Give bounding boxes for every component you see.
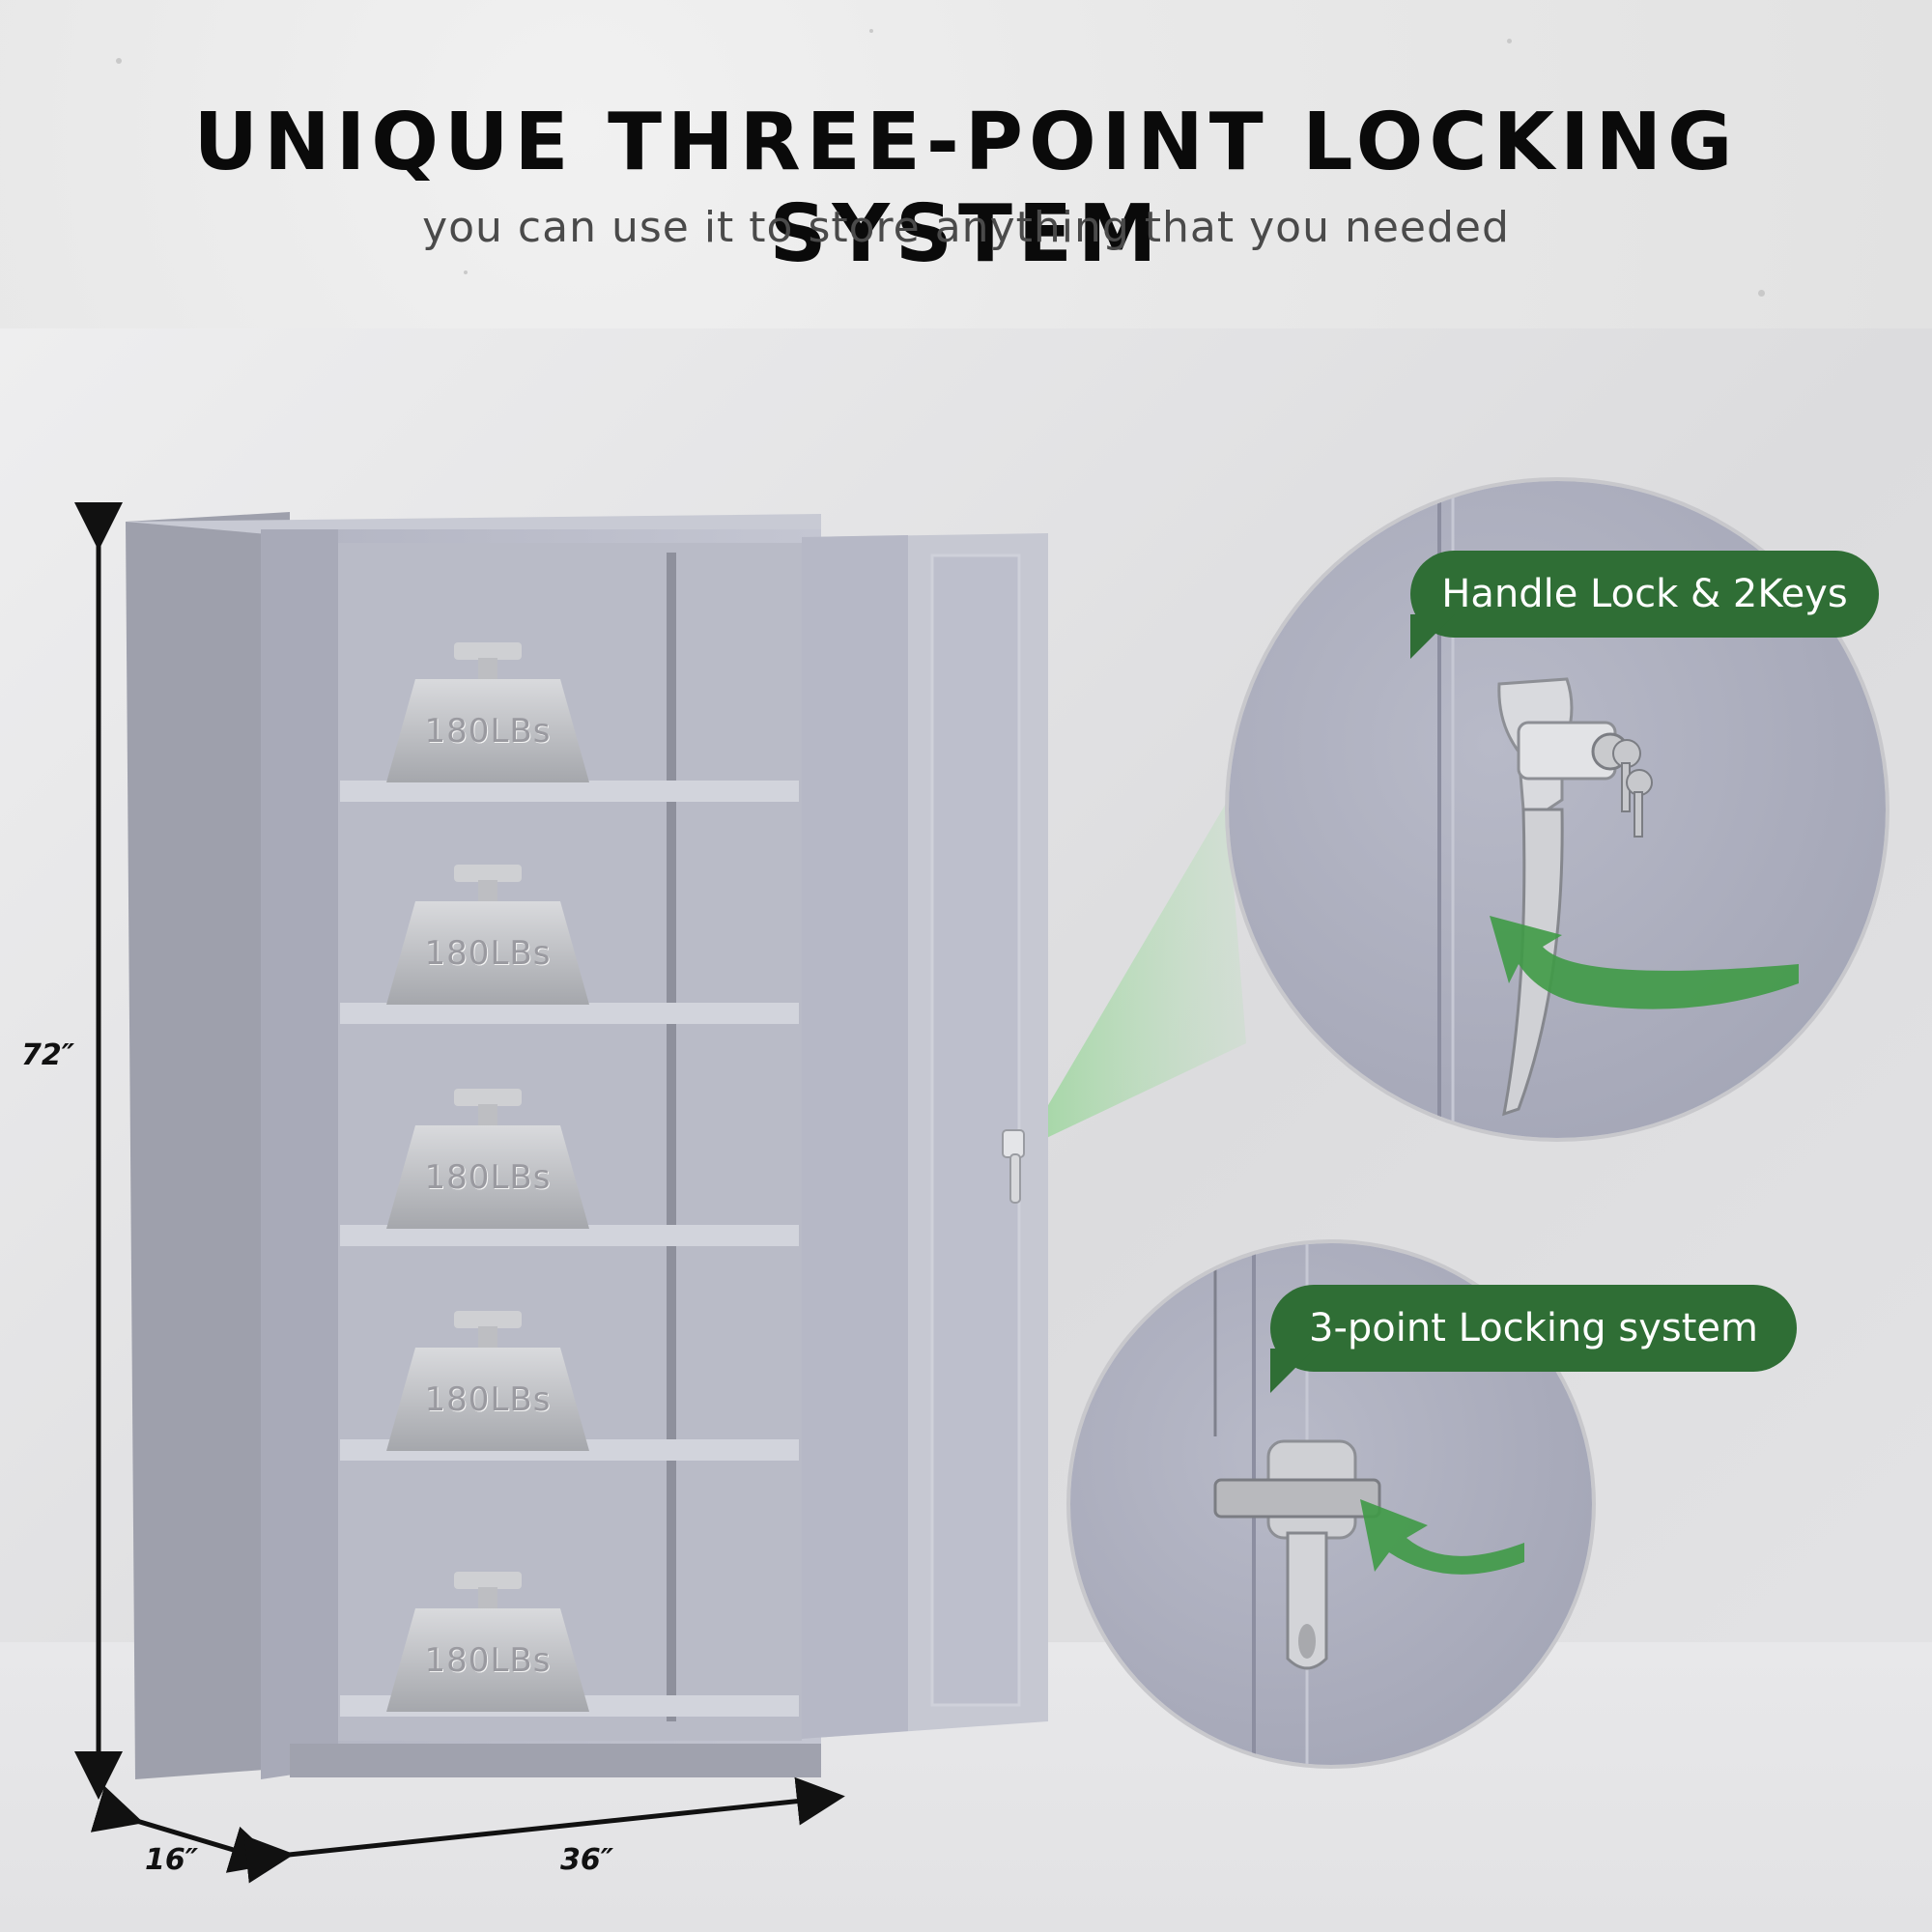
weight-label: 180LBs — [424, 712, 552, 751]
left-door — [261, 529, 338, 1779]
three-point-lock-detail — [1213, 1243, 1524, 1765]
light-beam — [1022, 802, 1246, 1150]
weight-label: 180LBs — [424, 1641, 552, 1680]
page-title: UNIQUE THREE-POINT LOCKING SYSTEM — [193, 97, 1739, 280]
width-label: 36″ — [560, 1843, 614, 1877]
right-door-inner-panel — [802, 535, 908, 1739]
depth-dimension-line — [90, 1785, 279, 1873]
callout-pointer — [1270, 1349, 1315, 1393]
handle-lock-callout: Handle Lock & 2Keys — [1410, 551, 1879, 638]
texture-speck — [116, 58, 122, 64]
door-lock-handle — [1002, 1129, 1025, 1204]
width-dimension-line — [243, 1776, 845, 1884]
texture-speck — [464, 270, 468, 274]
cabinet-side-panel — [126, 512, 290, 1779]
three-point-lock-callout: 3-point Locking system — [1270, 1285, 1797, 1372]
header-banner: UNIQUE THREE-POINT LOCKING SYSTEM you ca… — [0, 0, 1932, 328]
texture-speck — [869, 29, 873, 33]
texture-speck — [1758, 290, 1765, 297]
depth-label: 16″ — [145, 1843, 199, 1877]
weight-label: 180LBs — [424, 934, 552, 973]
weight-label: 180LBs — [424, 1380, 552, 1419]
height-label: 72″ — [21, 1038, 75, 1072]
handle-lock-detail — [1437, 481, 1799, 1138]
page-subtitle: you can use it to store anything that yo… — [422, 203, 1510, 252]
texture-speck — [1507, 39, 1512, 43]
weights — [386, 642, 589, 1712]
callout-pointer — [1410, 614, 1455, 659]
weight-label: 180LBs — [424, 1158, 552, 1197]
shelf-rail — [667, 553, 676, 1721]
